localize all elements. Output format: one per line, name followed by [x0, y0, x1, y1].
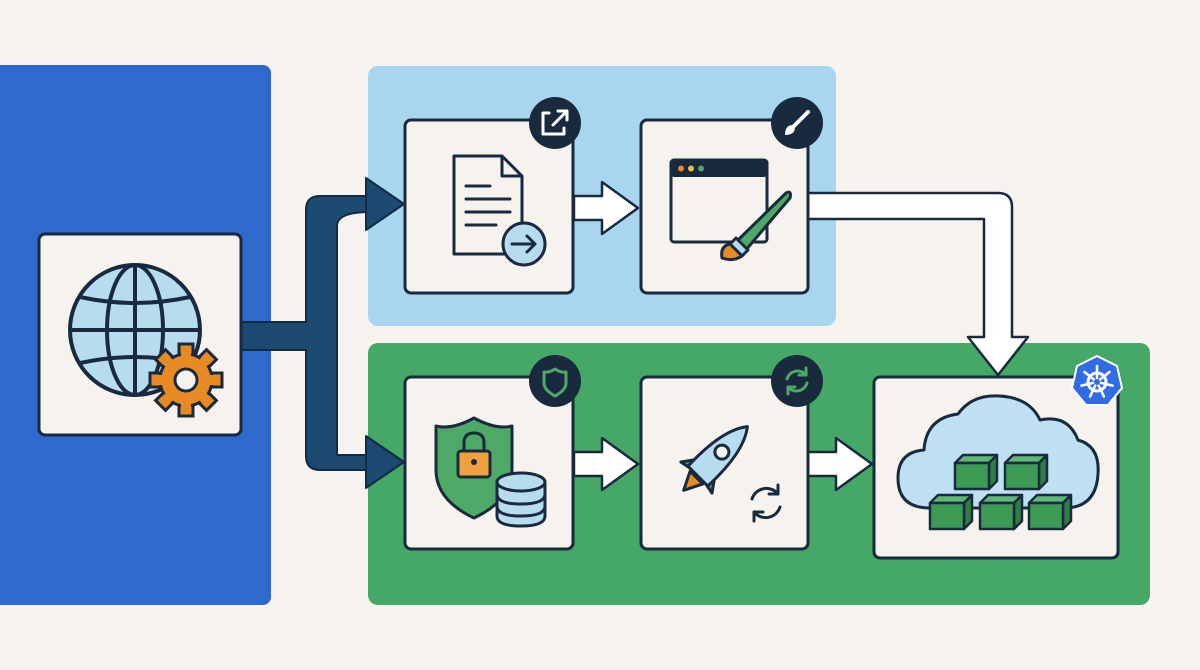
container-cube: [928, 493, 974, 531]
export-card: [403, 97, 581, 295]
arrowhead-to-export: [365, 177, 405, 231]
source-card: [37, 232, 243, 437]
flow-arrows: [572, 180, 1030, 492]
arrow-design-to-cluster: [806, 191, 1030, 377]
security-card: [403, 355, 581, 551]
rocket-refresh-icon: [679, 425, 782, 523]
cluster-card: [872, 355, 1123, 560]
source-split-arrows: [237, 177, 405, 489]
container-cube: [1003, 453, 1049, 491]
arrow-deploy-to-cluster: [806, 436, 874, 492]
shield-icon: [529, 355, 581, 407]
refresh-icon: [771, 355, 823, 407]
arrow-security-to-deploy: [572, 436, 640, 492]
container-cube: [1027, 493, 1073, 531]
container-cube: [978, 493, 1024, 531]
arrow-export-to-design: [572, 180, 640, 236]
deploy-card: [639, 355, 823, 551]
document-arrow-icon: [452, 154, 547, 267]
external-link-icon: [529, 97, 581, 149]
browser-paintbrush-icon: [669, 158, 792, 262]
globe-gear-icon: [68, 263, 224, 418]
paintbrush-icon: [771, 97, 823, 149]
kubernetes-icon: [1071, 355, 1123, 406]
shield-lock-database-icon: [434, 416, 547, 528]
arrowhead-to-security: [365, 435, 405, 489]
container-cube: [953, 453, 999, 491]
design-card: [639, 97, 823, 295]
cloud-containers-icon: [896, 394, 1100, 531]
